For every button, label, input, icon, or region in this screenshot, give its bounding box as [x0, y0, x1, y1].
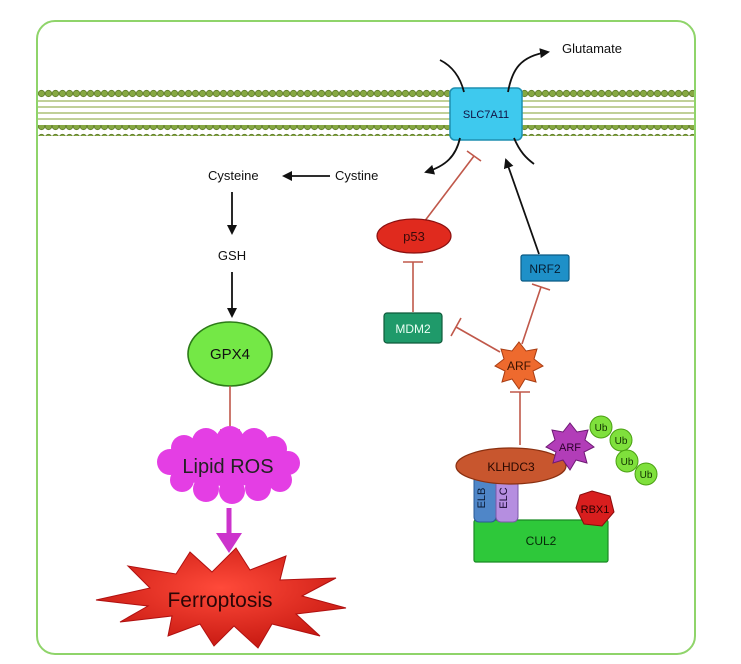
cell-membrane [38, 88, 694, 136]
ferroptosis-label: Ferroptosis [167, 589, 272, 612]
lipid-ros-label: Lipid ROS [182, 456, 273, 478]
ubiquitin-3 [615, 449, 639, 473]
cul2-node [473, 519, 609, 563]
klhdc3-label: KLHDC3 [487, 460, 535, 474]
p53-inhibits-slc7a11 [423, 150, 482, 223]
cystine-label: Cystine [335, 168, 378, 183]
elb-label: ELB [476, 488, 488, 509]
slc7a11-transporter [449, 87, 523, 141]
p53-node [376, 218, 452, 254]
mdm2-label: MDM2 [395, 322, 431, 336]
arf-inhibits-nrf2 [521, 283, 551, 345]
gsh-label: GSH [218, 248, 246, 263]
arf-node [494, 341, 544, 390]
glutamate-export-arrow [507, 48, 550, 93]
lipid-ros-to-ferroptosis-arrow [216, 508, 242, 553]
ubiquitin-label-1: Ub [595, 423, 608, 434]
cell-boundary [36, 20, 696, 655]
cul2-label: CUL2 [526, 534, 557, 548]
arf-bound-label: ARF [559, 442, 581, 454]
nrf2-label: NRF2 [529, 262, 561, 276]
rbx1-node [575, 490, 615, 527]
arf-inhibits-mdm2 [450, 317, 501, 353]
ubiquitin-1 [589, 415, 613, 439]
mdm2-inhibits-p53 [403, 261, 423, 312]
arf-label: ARF [507, 359, 531, 373]
ubiquitin-label-2: Ub [615, 436, 628, 447]
transporter-inner-arm [513, 137, 535, 165]
slc7a11-label: SLC7A11 [463, 109, 509, 121]
ubiquitin-label-3: Ub [621, 457, 634, 468]
gpx4-inhibits-lipid-ros [220, 386, 240, 431]
nrf2-activates-slc7a11 [503, 158, 540, 255]
rbx1-label: RBX1 [581, 504, 610, 516]
p53-label: p53 [403, 229, 425, 244]
nrf2-node [520, 254, 570, 282]
ubiquitin-4 [634, 462, 658, 486]
klhdc3-inhibits-arf [510, 391, 530, 445]
klhdc3-node [455, 447, 567, 485]
cystine-import-arrow [424, 137, 461, 175]
mdm2-node [383, 312, 443, 344]
elc-label: ELC [498, 487, 510, 508]
glutamate-label: Glutamate [562, 41, 622, 56]
gpx4-label: GPX4 [210, 346, 250, 363]
cysteine-label: Cysteine [208, 168, 259, 183]
arf-bound-node [545, 422, 595, 471]
ubiquitin-label-4: Ub [640, 470, 653, 481]
ferroptosis-burst [95, 547, 347, 649]
lipid-ros-cloud [157, 426, 300, 504]
transporter-outer-arm [439, 59, 465, 93]
ubiquitin-2 [609, 428, 633, 452]
ubiquitin-chain: Ub Ub Ub Ub [589, 415, 658, 486]
